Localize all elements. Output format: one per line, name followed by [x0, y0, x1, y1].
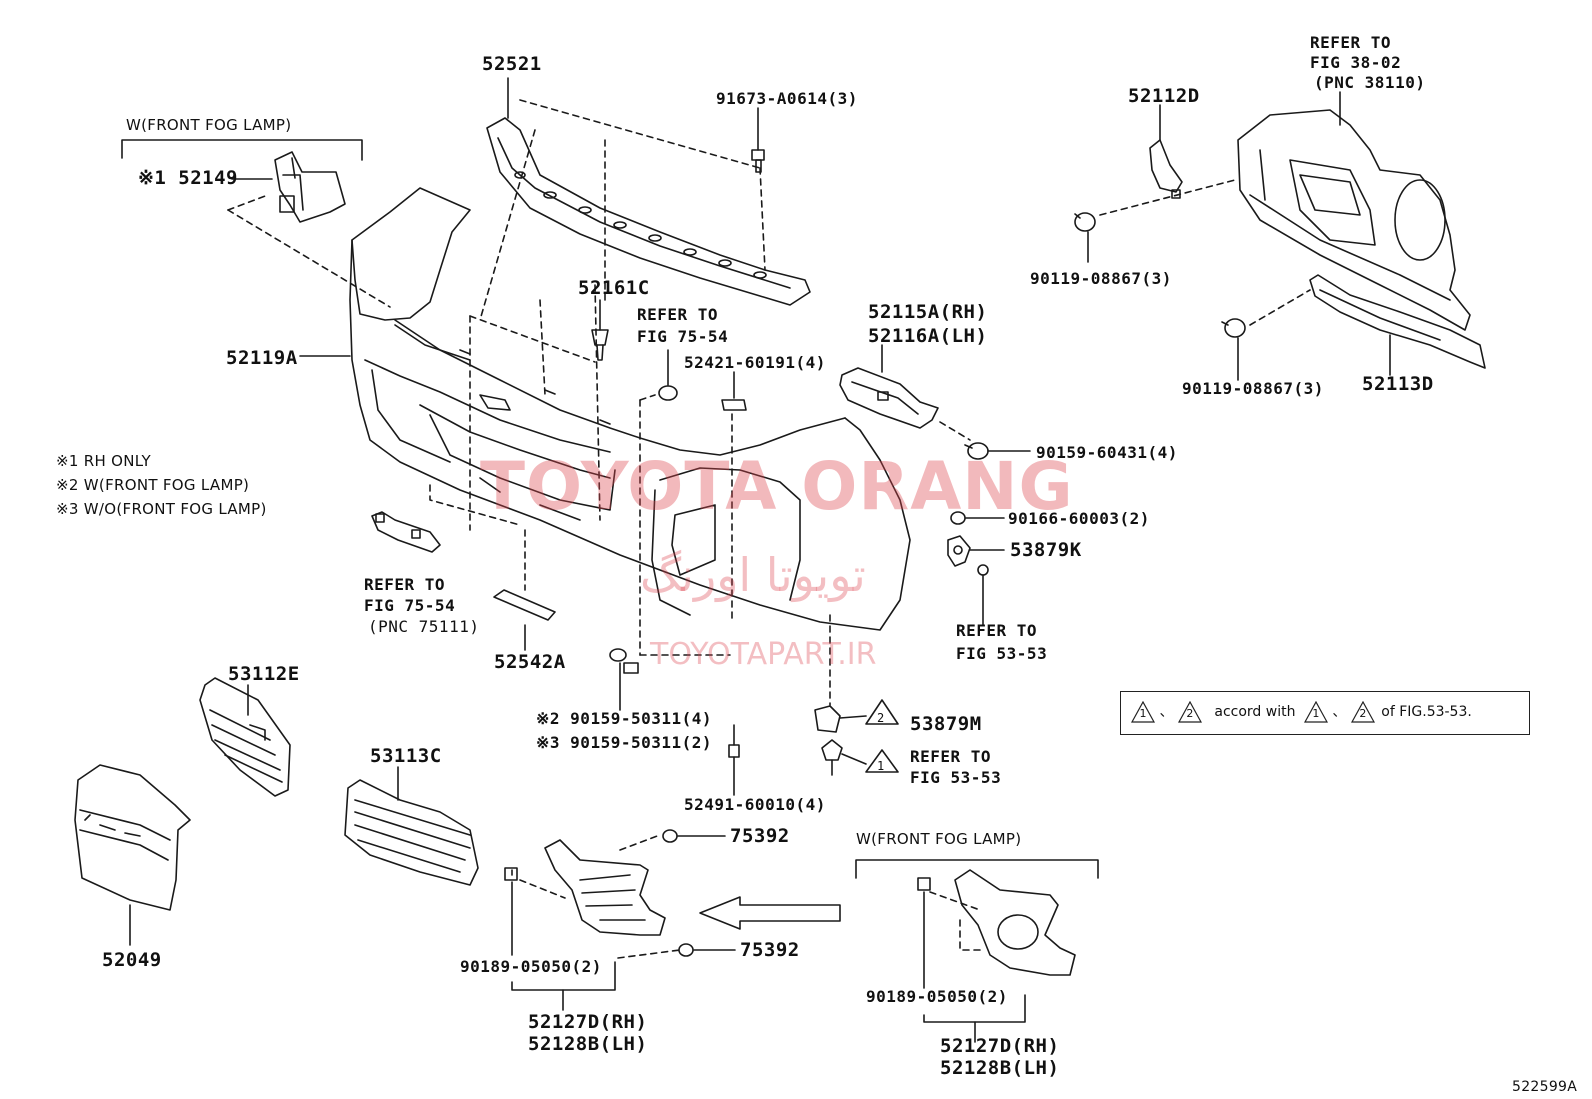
figure-id: 522599A [1512, 1079, 1578, 1095]
bolt-90159-50311-shape [609, 648, 639, 711]
label-90119-b: 90119-08867(3) [1182, 379, 1324, 398]
fog-lamp-bracket-bottom [855, 859, 1099, 879]
legend-triangle-1: 1 [1131, 701, 1155, 723]
note-1: ※1 RH ONLY [56, 452, 151, 470]
triangle-marker-1: 1 [877, 759, 885, 773]
fog-lamp-header-bottom: W(FRONT FOG LAMP) [856, 830, 1022, 848]
part-38110-shape [1237, 109, 1471, 331]
label-ref7554-b3: (PNC 75111) [368, 617, 480, 636]
label-52115a: 52115A(RH) [868, 301, 988, 323]
label-52116a: 52116A(LH) [868, 325, 988, 347]
label-52112d: 52112D [1128, 85, 1200, 107]
label-53113c: 53113C [370, 745, 442, 767]
label-52421: 52421-60191(4) [684, 353, 826, 372]
label-90159-60431: 90159-60431(4) [1036, 443, 1178, 462]
legend-triangle-4-text: 2 [1359, 707, 1367, 720]
part-52542a-shape [493, 589, 556, 621]
legend-triangle-2-text: 2 [1186, 707, 1194, 720]
part-53879m-shape [814, 705, 843, 776]
label-90189-b: 90189-05050(2) [866, 987, 1008, 1006]
part-52113d-shape [1309, 274, 1486, 369]
part-52112d-shape [1149, 139, 1183, 199]
part-52127d-right-shape [954, 869, 1076, 976]
legend-tail-text: of FIG.53-53. [1381, 704, 1472, 720]
legend-triangle-4: 2 [1350, 701, 1375, 723]
clip-52161c-shape [591, 299, 609, 361]
part-52049-shape [74, 764, 191, 911]
label-75392-a: 75392 [730, 825, 790, 847]
bolt-90119-b-shape [1221, 318, 1246, 381]
legend-triangle-3-text: 1 [1312, 707, 1320, 720]
fog-lamp-header-top: W(FRONT FOG LAMP) [126, 116, 292, 134]
label-ref7554-b2: FIG 75-54 [364, 596, 456, 615]
label-75392-b: 75392 [740, 939, 800, 961]
legend-sep-2: 、 [1332, 704, 1347, 720]
legend-box: 1 、 2 accord with 1 、 2 of FIG.53-53. [1120, 691, 1530, 735]
bolt-91673-shape [751, 107, 765, 173]
part-53112e-shape [199, 677, 291, 797]
label-90159-50311-b: ※3 90159-50311(2) [536, 733, 713, 752]
bracket-75111-shape [371, 511, 441, 553]
part-53879k-shape [947, 535, 1005, 626]
legend-triangle-1-text: 1 [1139, 707, 1147, 720]
label-90159-50311-a: ※2 90159-50311(4) [536, 709, 713, 728]
label-ref7554-a2: FIG 75-54 [637, 327, 729, 346]
label-ref5353-b1: REFER TO [910, 747, 992, 766]
part-52119a-shape [349, 187, 911, 631]
legend-triangle-2: 2 [1177, 701, 1202, 723]
part-53113c-shape [344, 779, 479, 886]
part-52115a-shape [839, 367, 939, 429]
direction-arrow [699, 896, 841, 930]
label-90189-a: 90189-05050(2) [460, 957, 602, 976]
label-52521: 52521 [482, 53, 542, 75]
label-52113d: 52113D [1362, 373, 1434, 395]
label-ref5353-a2: FIG 53-53 [956, 644, 1048, 663]
label-52542a: 52542A [494, 651, 566, 673]
label-52127d-b: 52127D(RH) [940, 1035, 1060, 1057]
part-52491-shape [728, 724, 740, 796]
label-52149: ※1 52149 [138, 167, 238, 189]
label-53879m: 53879M [910, 713, 982, 735]
label-53879k: 53879K [1010, 539, 1082, 561]
label-ref7554-b1: REFER TO [364, 575, 446, 594]
part-52127d-left-shape [544, 839, 666, 936]
label-ref5353-b2: FIG 53-53 [910, 768, 1002, 787]
clip-52421-shape [658, 349, 747, 411]
label-52128b-b: 52128B(LH) [940, 1057, 1060, 1079]
label-53112e: 53112E [228, 663, 300, 685]
bolt-90119-a-shape [1074, 212, 1096, 263]
legend-accord-text: accord with [1214, 704, 1296, 720]
bolt-90159-60431-shape [964, 442, 1031, 460]
label-90119-a: 90119-08867(3) [1030, 269, 1172, 288]
fog-lamp-bracket-top [121, 139, 363, 161]
label-52128b-a: 52128B(LH) [528, 1033, 648, 1055]
part-52149-shape [274, 151, 346, 223]
label-52127d-a: 52127D(RH) [528, 1011, 648, 1033]
part-52521-shape [486, 117, 811, 306]
triangle-marker-2: 2 [877, 711, 885, 725]
note-3: ※3 W/O(FRONT FOG LAMP) [56, 500, 267, 518]
label-91673: 91673-A0614(3) [716, 89, 858, 108]
clip-90166-shape [950, 511, 1005, 525]
label-52161c: 52161C [578, 277, 650, 299]
label-ref3802-3: (PNC 38110) [1314, 73, 1426, 92]
label-ref3802-1: REFER TO [1310, 33, 1392, 52]
label-52491: 52491-60010(4) [684, 795, 826, 814]
note-2: ※2 W(FRONT FOG LAMP) [56, 476, 250, 494]
label-90166: 90166-60003(2) [1008, 509, 1150, 528]
label-ref3802-2: FIG 38-02 [1310, 53, 1402, 72]
label-ref5353-a1: REFER TO [956, 621, 1038, 640]
label-52049: 52049 [102, 949, 162, 971]
label-52119a: 52119A [226, 347, 298, 369]
label-ref7554-a1: REFER TO [637, 305, 719, 324]
legend-triangle-3: 1 [1303, 701, 1328, 723]
legend-sep-1: 、 [1159, 704, 1174, 720]
